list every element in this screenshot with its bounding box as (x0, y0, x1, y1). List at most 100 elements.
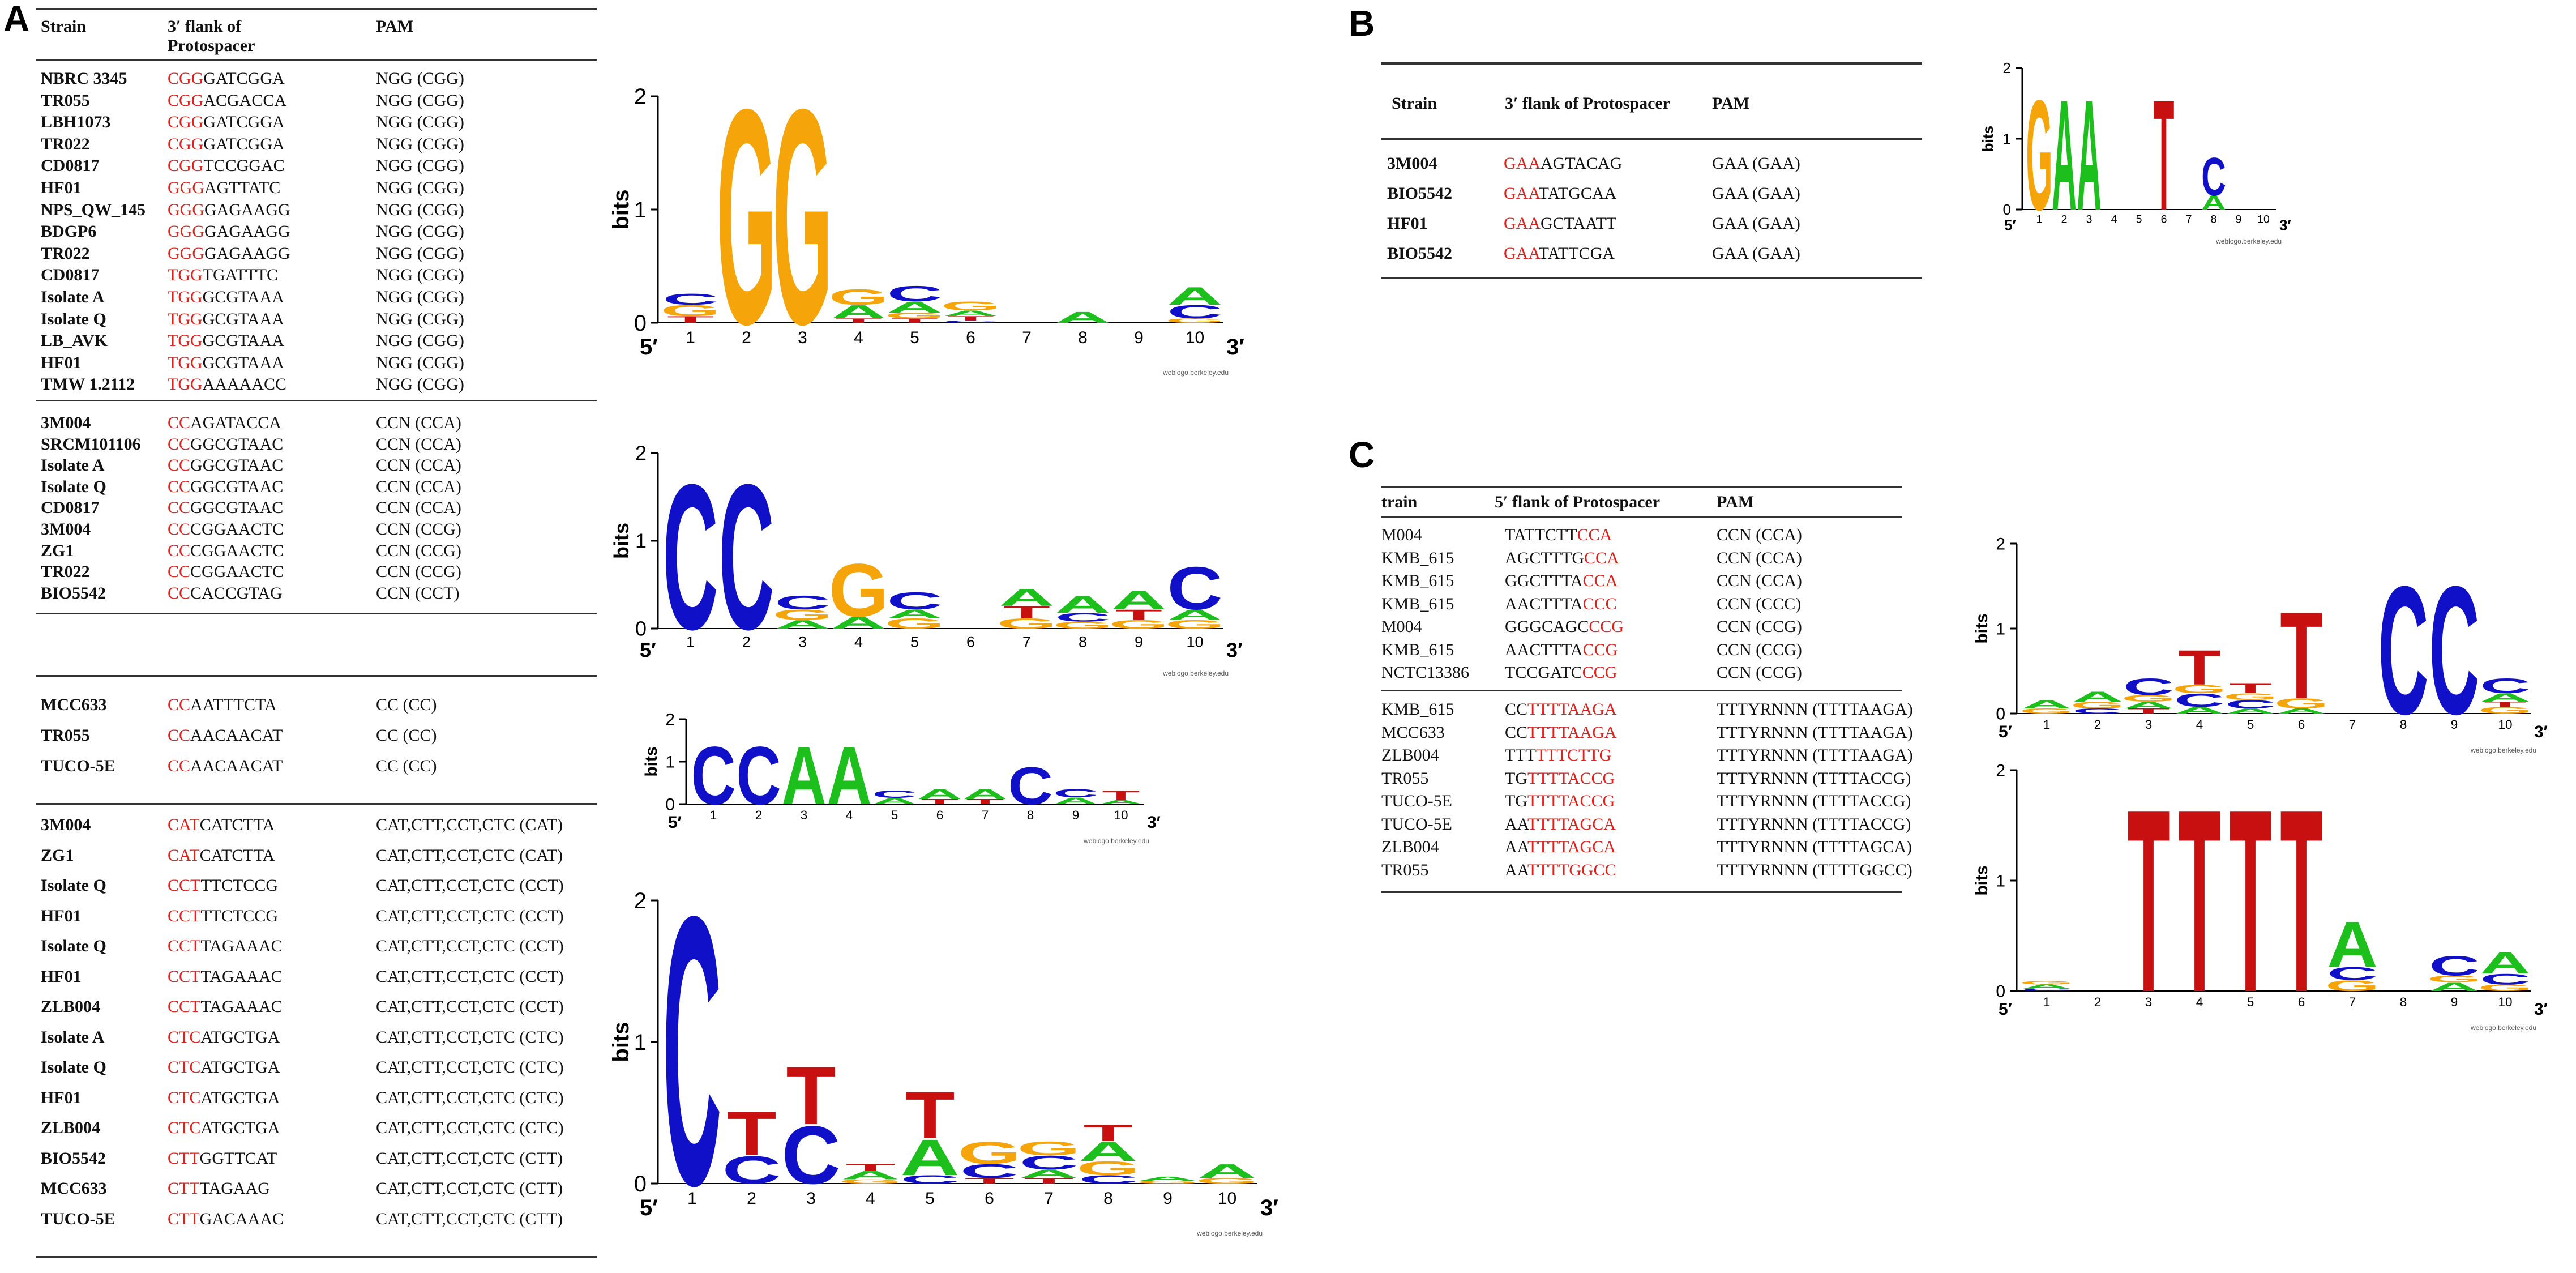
flank-sequence: GAGAAGG (204, 244, 290, 263)
flank-sequence: TATTCGA (1538, 244, 1615, 263)
logo-letter-A: A (1098, 799, 1143, 806)
strain-cell: BIO5542 (41, 1148, 106, 1168)
pam-cell: CC (CC) (376, 757, 437, 775)
pam-cell: CCN (CCA) (376, 477, 461, 496)
flank-cell: CCCGGAACTC (168, 562, 284, 582)
logo-letter-G: G (2172, 682, 2227, 695)
flank-cell: CCGGCGTAAC (168, 498, 283, 518)
logo-y-tick-label: 0 (634, 311, 647, 336)
logo-y-tick-label: 1 (634, 198, 647, 223)
strain-cell: Isolate Q (41, 876, 106, 895)
logo-five-prime: 5′ (640, 638, 656, 661)
logo-y-label: bits (1972, 613, 1991, 643)
pam-highlight: GGG (168, 200, 204, 219)
logo-position-label: 4 (854, 633, 863, 650)
logo-y-label: bits (642, 746, 661, 776)
flank-cell: AACTTTACCC (1505, 595, 1617, 614)
pam-highlight: CC (168, 477, 191, 496)
header-strain: train (1381, 493, 1418, 511)
flank-cell: TGTTTTACCG (1505, 792, 1615, 811)
flank-cell: TCCGATCCCG (1505, 663, 1617, 682)
flank-cell: TATTCTTCCA (1505, 526, 1612, 545)
logo-position-label: 5 (891, 808, 898, 822)
pam-cell: CCN (CCG) (376, 541, 461, 560)
logo-position-label: 6 (2298, 717, 2305, 732)
flank-cell: TGTTTTACCG (1505, 769, 1615, 788)
flank-cell: TGGGCGTAAA (168, 310, 284, 329)
logo-letter-C: C (663, 836, 722, 1265)
flank-sequence: GGGCAGC (1505, 617, 1589, 636)
flank-sequence: CGGAACTC (190, 520, 284, 539)
logo-letter-G: G (1196, 1176, 1259, 1185)
pam-cell: CCN (CCA) (376, 413, 461, 432)
header-flank: 3′ flank of Protospacer (168, 17, 255, 55)
strain-cell: ZLB004 (1381, 746, 1439, 764)
logo-position-label: 10 (1218, 1189, 1236, 1208)
logo-position-label: 8 (2211, 213, 2217, 225)
logo-letter-T: T (2178, 756, 2220, 1047)
logo-letter-G: G (1165, 618, 1225, 631)
flank-sequence: GCGTAAA (202, 331, 284, 351)
pam-highlight: CTT (168, 1179, 200, 1198)
logo-position-label: 6 (966, 633, 975, 650)
strain-cell: TR055 (1381, 860, 1429, 879)
logo-letter-G: G (773, 45, 833, 388)
pam-cell: CCN (CCA) (376, 434, 461, 454)
logo-position-label: 5 (2247, 717, 2254, 732)
strain-cell: TR055 (1381, 768, 1429, 788)
pam-cell: NGG (CGG) (376, 331, 464, 351)
logo-position-label: 1 (686, 328, 695, 347)
strain-cell: BDGP6 (41, 222, 97, 241)
logo-position-label: 5 (910, 633, 919, 650)
flank-cell: GAAAGTACAG (1504, 154, 1622, 173)
logo-position-label: 8 (1103, 1189, 1113, 1208)
strain-cell: NBRC 3345 (41, 69, 127, 88)
logo-position-label: 7 (1022, 633, 1031, 650)
pam-highlight: TGG (168, 309, 203, 328)
logo-y-label: bits (1972, 865, 1991, 895)
strain-cell: CD0817 (41, 498, 100, 518)
logo-letter-C: C (1055, 610, 1110, 624)
logo-letter-T: T (905, 1078, 955, 1152)
logo-position-label: 7 (1044, 1189, 1054, 1208)
logo-position-label: 4 (866, 1189, 875, 1208)
pam-cell: CC (CC) (376, 726, 437, 745)
logo-letter-G: G (1136, 1180, 1199, 1185)
logo-letter-G: G (957, 1135, 1021, 1171)
logo-letter-G: G (1076, 1157, 1140, 1180)
pam-highlight: TTTTACCG (1527, 768, 1615, 788)
pam-highlight: CGG (168, 91, 204, 110)
logo-letter-A: A (2021, 698, 2072, 711)
flank-cell: GGGCAGCCCG (1505, 617, 1624, 636)
logo-letter-G: G (2223, 691, 2278, 702)
flank-sequence: GATCGGA (203, 134, 285, 153)
logo-position-label: 3 (2145, 995, 2153, 1009)
strain-cell: 3M004 (41, 815, 91, 834)
flank-sequence: GGCGTAAC (190, 498, 284, 518)
logo-letter-T: T (2229, 680, 2271, 696)
logo-position-label: 4 (2196, 717, 2203, 732)
strain-cell: TR055 (41, 91, 90, 110)
flank-sequence: CGGAACTC (190, 562, 284, 582)
strain-cell: ZLB004 (41, 1118, 101, 1137)
logo-letter-G: G (717, 45, 777, 388)
flank-sequence: GGCGTAAC (190, 434, 284, 454)
logo-y-tick-label: 1 (1996, 620, 2005, 639)
logo-position-label: 8 (1078, 328, 1088, 347)
strain-cell: ZLB004 (1381, 838, 1439, 856)
logo-position-label: 6 (2298, 995, 2305, 1009)
flank-sequence: GCGTAAA (202, 353, 284, 372)
flank-cell: CCAGATACCA (168, 413, 281, 433)
header-rule (1381, 138, 1922, 140)
flank-sequence: ACGACCA (203, 91, 287, 110)
pam-highlight: CC (168, 520, 191, 539)
pam-highlight: TTTTAGCA (1527, 838, 1616, 856)
logo-y-tick-label: 1 (1996, 872, 2005, 891)
flank-sequence: AGTACAG (1541, 154, 1623, 173)
pam-cell: GAA (GAA) (1712, 244, 1800, 263)
logo-y-tick-label: 0 (1996, 705, 2005, 724)
flank-cell: CTCATGCTGA (168, 1118, 280, 1138)
